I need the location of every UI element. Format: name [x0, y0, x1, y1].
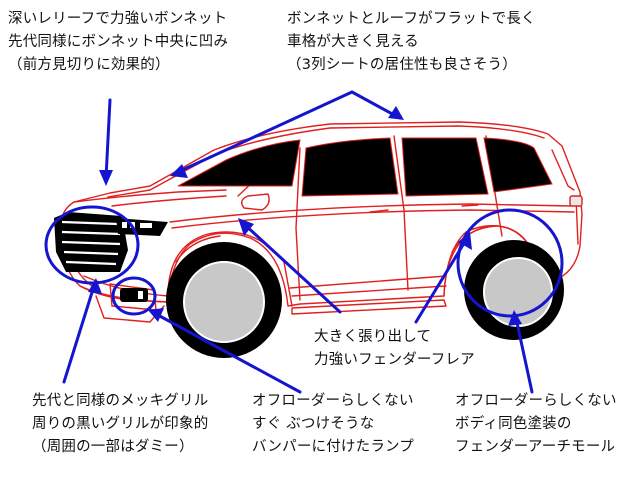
annotation-bonnet-line-2: 先代同様にボンネット中央に凹み [8, 34, 229, 50]
annotation-lamp-line-3: バンパーに付けたランプ [252, 439, 414, 455]
annotation-fender-line-1: 大きく張り出して [314, 329, 432, 345]
roof-arrow-right [350, 90, 398, 118]
front-side-window [301, 137, 399, 197]
arrowheads [88, 106, 522, 326]
rear-quarter-window [483, 137, 553, 193]
annotation-roof-line-1: ボンネットとルーフがフラットで長く [287, 11, 536, 27]
annotation-grille: 先代と同様のメッキグリル 周りの黒いグリルが印象的 （周囲の一部はダミー） [32, 390, 208, 459]
windshield [177, 139, 301, 187]
annotation-lamp-line-2: すぐ ぶつけそうな [252, 416, 375, 432]
annotation-roof: ボンネットとルーフがフラットで長く 車格が大きく見える （3列シートの居住性も良… [287, 8, 536, 77]
annotation-bonnet-line-1: 深いレリーフで力強いボンネット [8, 11, 228, 27]
moulding-arrow [514, 316, 534, 394]
middle-side-window [401, 137, 489, 197]
annotation-roof-line-2: 車格が大きく見える [287, 34, 419, 50]
annotation-lamp-line-1: オフローダーらしくない [252, 393, 414, 409]
annotation-moulding-line-2: ボディ同色塗装の [455, 416, 572, 432]
lamp-highlight-ellipse [111, 276, 157, 316]
annotation-marks [44, 90, 564, 394]
fender-arrow-left [242, 222, 342, 314]
grille-arrow [62, 284, 96, 384]
bumper-lamp [120, 288, 148, 302]
annotation-moulding: オフローダーらしくない ボディ同色塗装の フェンダーアーチモール [455, 390, 617, 459]
lamp-arrow [154, 312, 302, 394]
grille [54, 212, 168, 272]
windows [177, 137, 553, 197]
annotation-bonnet: 深いレリーフで力強いボンネット 先代同様にボンネット中央に凹み （前方見切りに効… [8, 8, 228, 77]
annotation-fender-line-2: 力強いフェンダーフレア [314, 352, 475, 368]
front-wheel [166, 242, 282, 358]
annotation-grille-line-1: 先代と同様のメッキグリル [32, 393, 209, 409]
annotation-grille-line-3: （周囲の一部はダミー） [32, 439, 194, 455]
annotation-moulding-line-3: フェンダーアーチモール [455, 439, 616, 455]
annotation-bonnet-line-3: （前方見切りに効果的） [8, 57, 170, 73]
fender-arrow-right [414, 238, 468, 324]
wheel-arch-highlight-ellipse [456, 208, 564, 318]
bonnet-arrow [104, 98, 112, 180]
grille-highlight-ellipse [44, 205, 140, 285]
annotation-fender: 大きく張り出して 力強いフェンダーフレア [314, 326, 475, 372]
annotation-lamp: オフローダーらしくない すぐ ぶつけそうな バンパーに付けたランプ [252, 390, 414, 459]
annotation-roof-line-3: （3列シートの居住性も良さそう） [287, 57, 517, 73]
roof-arrow-left [176, 90, 354, 174]
annotation-moulding-line-1: オフローダーらしくない [455, 393, 617, 409]
annotation-grille-line-2: 周りの黒いグリルが印象的 [32, 416, 209, 432]
